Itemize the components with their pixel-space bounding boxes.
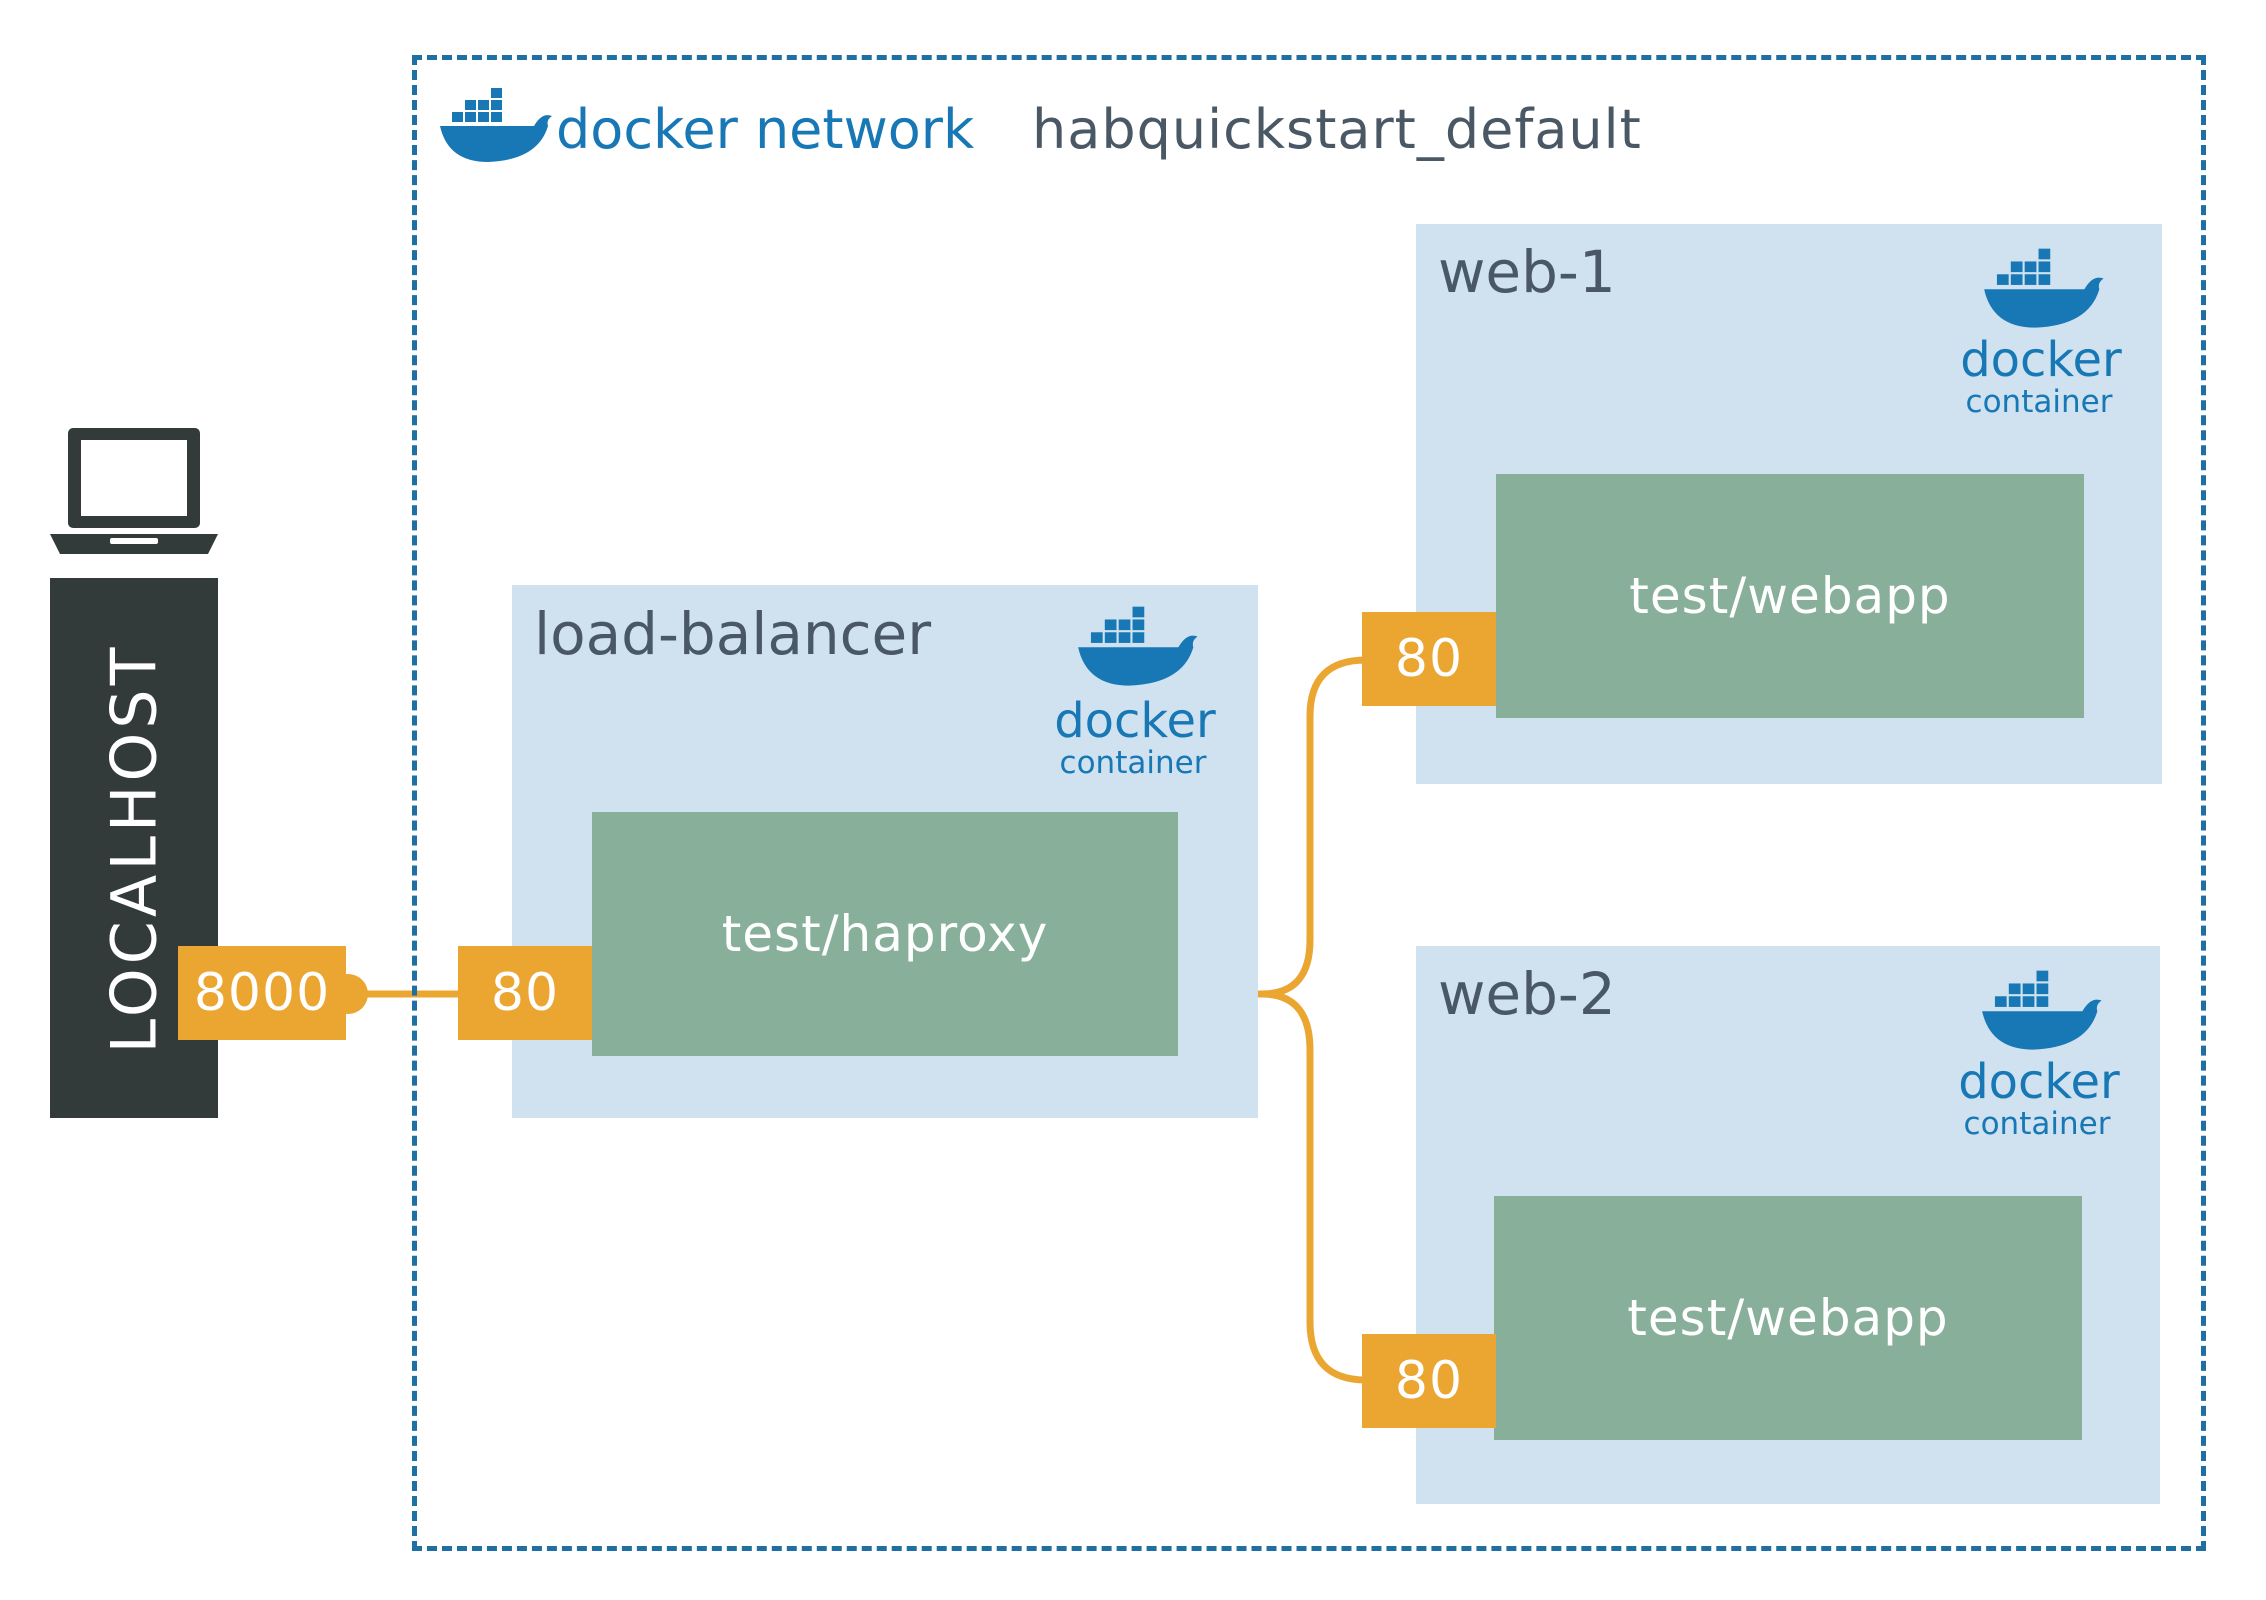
- docker-logo-sub: container: [1963, 1106, 2111, 1142]
- docker-logo-word: docker: [1054, 693, 1216, 749]
- docker-whale-icon: [1982, 970, 2102, 1050]
- container-title-load-balancer: load-balancer: [534, 600, 932, 668]
- port-web-2-80: 80: [1362, 1334, 1496, 1428]
- localhost-label: LOCALHOST: [97, 642, 171, 1054]
- image-label-webapp-2: test/webapp: [1627, 1289, 1949, 1347]
- wire-load-balancer-to-web-1: [1178, 656, 1367, 998]
- docker-logo-word: docker: [1960, 332, 2122, 388]
- docker-logo-sub: container: [1059, 745, 1207, 781]
- image-box-webapp-1: test/webapp: [1496, 474, 2084, 718]
- laptop-icon: [50, 428, 218, 554]
- image-box-webapp-2: test/webapp: [1494, 1196, 2082, 1440]
- image-box-haproxy: test/haproxy: [592, 812, 1178, 1056]
- container-title-web-2: web-2: [1438, 960, 1616, 1028]
- host-port-8000: 8000: [178, 946, 346, 1040]
- network-word: network: [754, 98, 975, 161]
- docker-whale-icon: [1984, 248, 2104, 328]
- image-label-webapp-1: test/webapp: [1629, 567, 1951, 625]
- docker-whale-icon: [440, 88, 552, 162]
- image-label-haproxy: test/haproxy: [721, 905, 1049, 963]
- docker-network-boundary: [412, 55, 2206, 1551]
- docker-word: docker: [556, 98, 738, 161]
- docker-logo-word: docker: [1958, 1054, 2120, 1110]
- wire-load-balancer-to-web-2: [1261, 990, 1367, 1384]
- docker-network-label: docker network: [556, 98, 974, 161]
- container-title-web-1: web-1: [1438, 238, 1616, 306]
- port-web-1-80: 80: [1362, 612, 1496, 706]
- docker-whale-icon: [1078, 606, 1198, 686]
- docker-logo-sub: container: [1965, 384, 2113, 420]
- network-name: habquickstart_default: [1032, 98, 1642, 161]
- port-load-balancer-80: 80: [458, 946, 592, 1040]
